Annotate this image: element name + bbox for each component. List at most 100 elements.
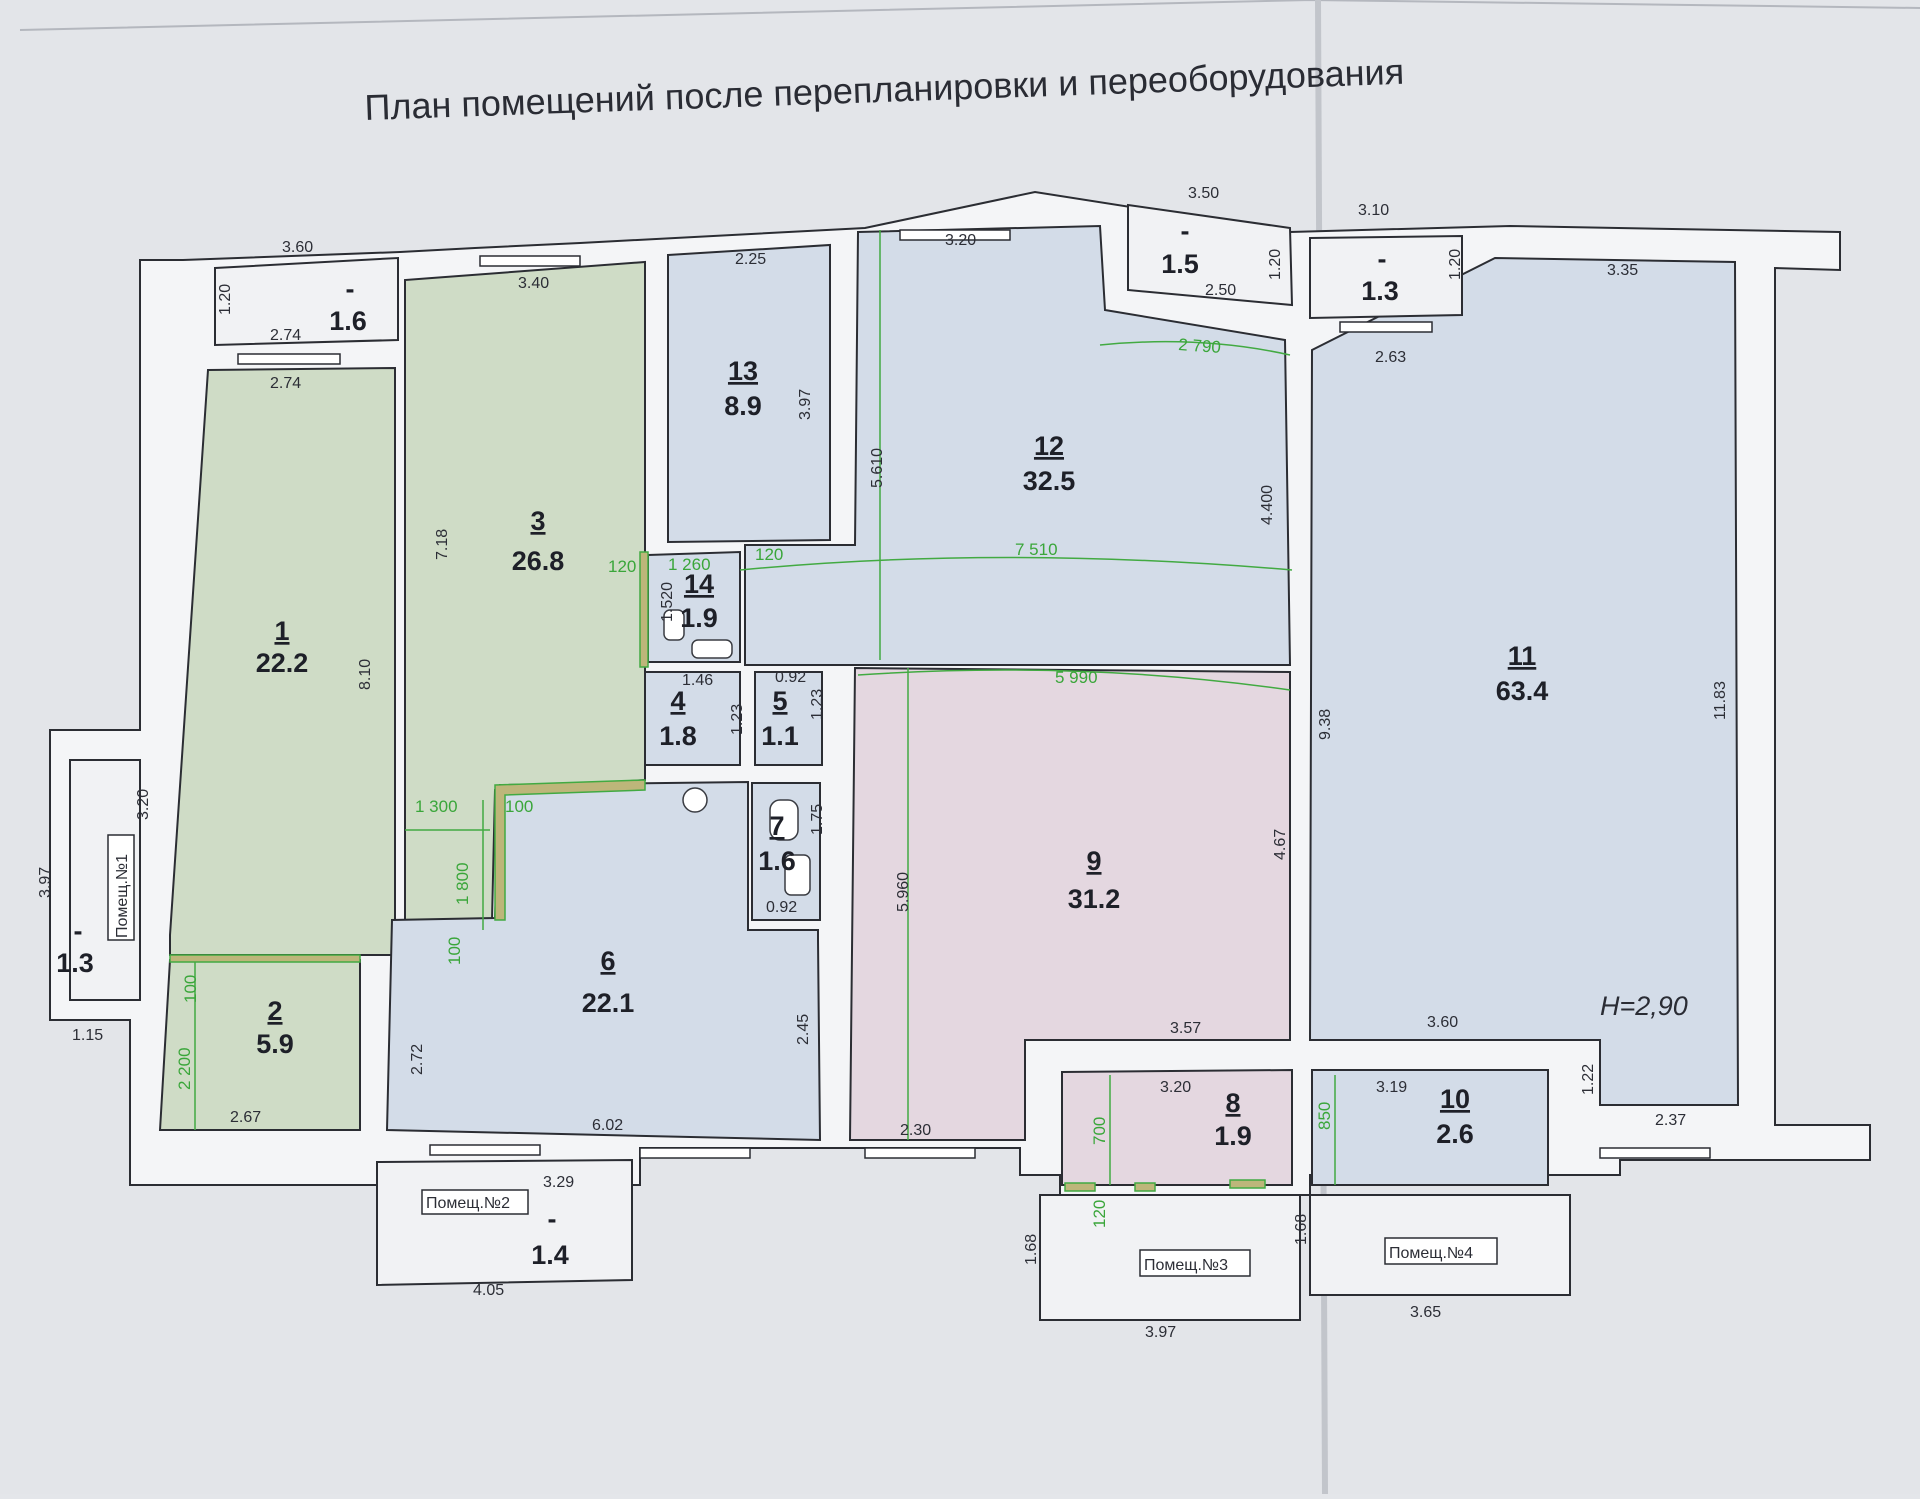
dim-28: 3.20 [135, 789, 152, 820]
room-14-area: 1.9 [680, 603, 718, 633]
balcony-e-area: 1.4 [531, 1240, 569, 1270]
dim-35: 3.29 [543, 1174, 574, 1191]
room-5-label: 5 1.1 [761, 686, 799, 751]
room-8-label: 8 1.9 [1214, 1088, 1252, 1151]
dim-34: 2.45 [795, 1014, 812, 1045]
balcony-a-area: 1.6 [329, 306, 367, 336]
premises-labels: Помещ.№1 Помещ.№2 Помещ.№3 Помещ.№4 [107, 834, 1498, 1277]
gdim-9: 100 [445, 937, 464, 965]
dim-20: 5.610 [869, 448, 886, 488]
dim-27: 0.92 [766, 899, 797, 916]
room-14-label: 14 1.9 [680, 569, 718, 633]
premises-4-box [1384, 1237, 1498, 1265]
gdim-2: 5 990 [1055, 668, 1098, 687]
rooms [69, 203, 1740, 1321]
balcony-c-mark: - [1378, 244, 1387, 274]
room-1-label: 1 22.2 [256, 616, 309, 678]
room-5-floor [754, 671, 823, 766]
dim-4: 3.40 [518, 275, 549, 292]
gdim-5: 120 [755, 545, 783, 564]
gdim-8: 1 800 [453, 862, 472, 905]
room-6-label: 6 22.1 [582, 946, 635, 1018]
room-9-floor [848, 666, 1291, 1141]
dim-9: 3.20 [945, 232, 976, 249]
room-8-number: 8 [1225, 1088, 1240, 1118]
dim-43: 2.37 [1655, 1112, 1686, 1129]
room-labels: 1 22.2 2 5.9 3 26.8 4 1.8 5 1.1 6 22.1 7… [256, 356, 1549, 1151]
dim-37: 3.57 [1170, 1020, 1201, 1037]
room-8-area: 1.9 [1214, 1121, 1252, 1151]
balcony-a [214, 256, 399, 347]
dim-3: 2.74 [270, 375, 301, 392]
room-7-label: 7 1.6 [758, 811, 796, 876]
room-5-number: 5 [772, 686, 787, 716]
balcony-d-mark: - [74, 916, 83, 946]
room-12-floor [744, 224, 1292, 666]
room-3-number: 3 [530, 506, 545, 536]
room-10-label: 10 2.6 [1436, 1084, 1474, 1149]
room-8-floor [1061, 1068, 1293, 1186]
room-10-area: 2.6 [1436, 1119, 1474, 1149]
room-11-area: 63.4 [1496, 676, 1549, 706]
dim-36: 4.05 [473, 1282, 504, 1299]
room-12-area: 32.5 [1023, 466, 1076, 496]
room-10-floor [1311, 1069, 1549, 1186]
dimension-labels: 3.60 1.20 2.74 2.74 3.40 7.18 8.10 2.25 … [37, 185, 1729, 1341]
room-6-floor [385, 780, 822, 1142]
room-3-area: 26.8 [512, 546, 565, 576]
dim-1: 1.20 [217, 284, 234, 315]
gdim-1: 7 510 [1015, 540, 1058, 559]
room-4-floor [644, 671, 741, 766]
premises-1-box [107, 834, 135, 941]
dim-31: 2.67 [230, 1109, 261, 1126]
room-9-area: 31.2 [1068, 884, 1121, 914]
room-1-area: 22.2 [256, 648, 309, 678]
balcony-e-mark: - [548, 1204, 557, 1234]
windows [237, 229, 1711, 1159]
dim-13: 3.10 [1358, 202, 1389, 219]
gdim-11: 2 200 [175, 1047, 194, 1090]
room-4-label: 4 1.8 [659, 686, 697, 751]
room-11-label: 11 63.4 [1496, 641, 1549, 706]
dim-29: 3.97 [37, 867, 54, 898]
dim-18: 9.38 [1317, 709, 1334, 740]
dim-15: 2.63 [1375, 349, 1406, 366]
balcony-e [376, 1158, 633, 1287]
dim-42: 1.22 [1580, 1064, 1597, 1095]
room-3-label: 3 26.8 [512, 506, 565, 576]
room-10-number: 10 [1440, 1084, 1470, 1114]
balcony-c-area: 1.3 [1361, 276, 1399, 306]
dim-46: 3.97 [1145, 1324, 1176, 1341]
dim-16: 3.35 [1607, 262, 1638, 279]
premises-2-box [421, 1189, 529, 1215]
premises-3-label: Помещ.№3 [1144, 1257, 1228, 1274]
dim-47: 3.65 [1410, 1304, 1441, 1321]
room-9-label: 9 31.2 [1068, 846, 1121, 914]
premises-2-label: Помещ.№2 [426, 1195, 510, 1212]
dim-23: 1.23 [729, 704, 746, 735]
room-13-label: 13 8.9 [724, 356, 762, 421]
balcony-b-mark: - [1181, 216, 1190, 246]
dim-6: 8.10 [357, 659, 374, 690]
dim-48: 5.960 [895, 872, 912, 912]
dim-39: 2.30 [900, 1122, 931, 1139]
gdim-13: 120 [1090, 1200, 1109, 1228]
balcony-c [1309, 234, 1463, 320]
dim-14: 1.20 [1447, 249, 1464, 280]
dim-21: 4.400 [1259, 485, 1276, 525]
premises-3-box [1139, 1249, 1251, 1277]
gdim-3: 120 [608, 557, 636, 576]
sheet-border [19, 0, 1920, 31]
dim-0: 3.60 [282, 239, 313, 256]
room-2-number: 2 [267, 996, 282, 1026]
room-4-area: 1.8 [659, 721, 697, 751]
dim-19: 4.67 [1272, 829, 1289, 860]
ceiling-height-label: Н=2,90 [1600, 991, 1688, 1021]
dim-7: 2.25 [735, 251, 766, 268]
dim-30: 1.15 [72, 1027, 103, 1044]
premises-1-label: Помещ.№1 [114, 854, 131, 938]
dim-49: 1.520 [659, 582, 676, 622]
dim-22: 1.46 [682, 672, 713, 689]
room-7-area: 1.6 [758, 846, 796, 876]
